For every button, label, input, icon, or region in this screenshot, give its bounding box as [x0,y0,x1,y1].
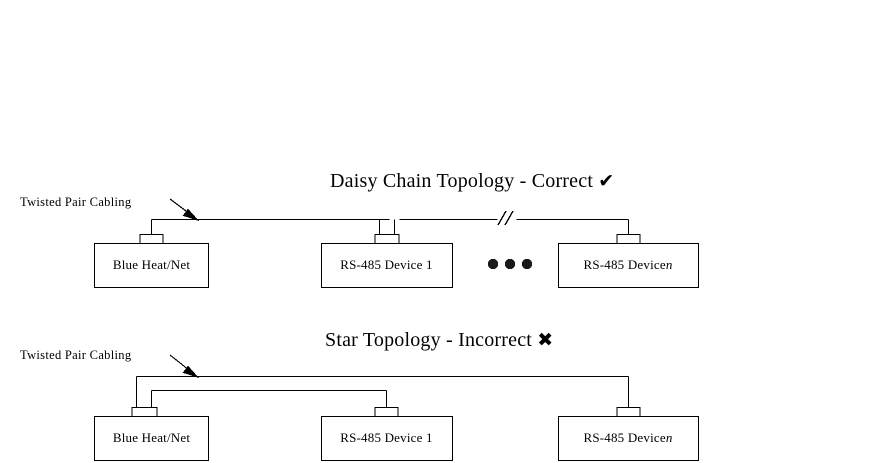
cable-pointer-arrow-bottom [169,354,200,379]
cable-pointer-arrow-top [169,198,200,222]
device-label-device1-bottom: RS-485 Device 1 [340,430,433,445]
cross-mark-icon: ✖ [537,329,554,351]
connector-device1-bottom [374,406,399,418]
device-label-devicen-top-suffix: n [665,257,673,272]
device-label-device1-top: RS-485 Device 1 [340,257,433,272]
device-label-devicen-top: RS-485 Devicen [558,257,698,273]
star-topology-title-text: Star Topology - Incorrect [325,329,533,351]
device-label-devicen-bottom-suffix: n [665,430,673,445]
connector-blue-heat-net-top [139,233,164,245]
daisy-chain-title-text: Daisy Chain Topology - Correct [330,170,594,192]
device-label-devicen-bottom: RS-485 Devicen [558,430,698,446]
daisy-chain-title: Daisy Chain Topology - Correct ✔ [330,170,614,193]
device-box-devicen-bottom [557,415,700,462]
connector-blue-heat-net-bottom [131,406,158,418]
connector-devicen-bottom [616,406,641,418]
device-label-devicen-top-base: RS-485 Device [583,257,666,272]
ellipsis-dots [487,258,533,270]
device-box-devicen-top [557,242,700,289]
cable-break-symbol [497,210,514,226]
star-topology-title: Star Topology - Incorrect ✖ [325,329,553,352]
connector-device1-top [374,233,400,245]
check-mark-icon: ✔ [598,170,615,192]
connector-devicen-top [616,233,641,245]
daisy-chain-bus-cable [150,218,630,235]
star-branch-to-devicen [135,375,630,408]
device-box-device1-bottom [320,415,454,462]
cable-label-bottom: Twisted Pair Cabling [20,348,132,362]
device-label-blue-heat-net-bottom: Blue Heat/Net [112,430,191,445]
device-box-blue-heat-net-bottom [93,415,210,462]
device-box-device1-top [320,242,454,289]
device-label-devicen-bottom-base: RS-485 Device [583,430,666,445]
device-label-blue-heat-net-top: Blue Heat/Net [112,257,191,272]
cable-label-top: Twisted Pair Cabling [20,195,132,209]
device-box-blue-heat-net-top [93,242,210,289]
star-branch-to-device1 [150,389,388,408]
